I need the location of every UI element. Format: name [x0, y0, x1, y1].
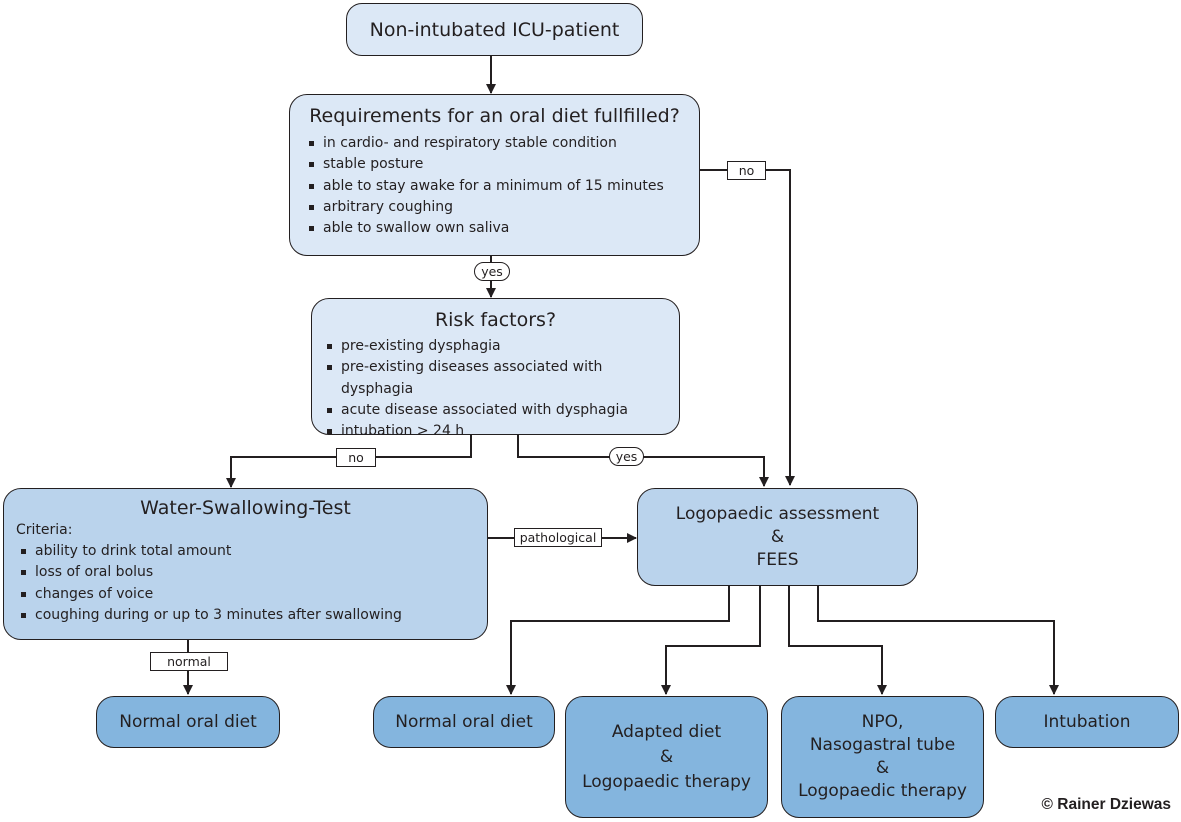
- requirement-item: arbitrary coughing: [308, 197, 681, 218]
- node-risk-factors: Risk factors? pre-existing dysphagia pre…: [311, 298, 680, 439]
- edge-requirements-no: [699, 169, 795, 486]
- adapted-line: Logopaedic therapy: [582, 771, 751, 792]
- node-normal-oral-diet-left: Normal oral diet: [96, 696, 280, 748]
- node-start: Non-intubated ICU-patient: [346, 3, 643, 56]
- edge-label-pathological: pathological: [514, 528, 602, 547]
- npo-line: Nasogastral tube: [809, 735, 956, 755]
- npo-line: &: [875, 758, 890, 778]
- requirement-item: able to stay awake for a minimum of 15 m…: [308, 176, 681, 197]
- node-intubation: Intubation: [995, 696, 1179, 748]
- water-test-title: Water-Swallowing-Test: [140, 497, 351, 519]
- requirements-list: in cardio- and respiratory stable condit…: [308, 133, 681, 239]
- edge-to-normal-diet: [506, 585, 730, 695]
- node-normal-oral-diet-right: Normal oral diet: [373, 696, 555, 748]
- logopaedic-line: &: [770, 526, 785, 547]
- edge-label-requirements-no: no: [727, 161, 766, 180]
- edge-to-npo: [788, 585, 887, 695]
- node-adapted-diet: Adapted diet & Logopaedic therapy: [565, 696, 768, 818]
- logopaedic-line: Logopaedic assessment: [675, 503, 880, 524]
- requirement-item: in cardio- and respiratory stable condit…: [308, 133, 681, 154]
- requirement-item: able to swallow own saliva: [308, 218, 681, 239]
- edge-to-adapted: [661, 585, 761, 695]
- criteria-item: coughing during or up to 3 minutes after…: [20, 605, 475, 626]
- risk-item: pre-existing dysphagia: [326, 336, 665, 357]
- normal-diet-label: Normal oral diet: [119, 712, 257, 732]
- risk-item: acute disease associated with dysphagia: [326, 400, 665, 421]
- criteria-item: ability to drink total amount: [20, 541, 475, 562]
- npo-line: NPO,: [861, 712, 904, 732]
- node-water-swallowing-test: Water-Swallowing-Test Criteria: ability …: [3, 488, 488, 640]
- risk-title: Risk factors?: [434, 309, 557, 331]
- risk-item: pre-existing diseases associated with dy…: [326, 357, 665, 400]
- copyright-notice: © Rainer Dziewas: [1041, 796, 1171, 813]
- edge-label-normal: normal: [150, 652, 228, 671]
- edge-label-risk-yes: yes: [609, 447, 644, 466]
- node-logopaedic-assessment: Logopaedic assessment & FEES: [637, 488, 918, 586]
- requirements-title: Requirements for an oral diet fullfilled…: [309, 105, 680, 127]
- adapted-line: &: [659, 746, 674, 767]
- water-test-subtitle: Criteria:: [16, 522, 73, 538]
- npo-line: Logopaedic therapy: [798, 781, 967, 801]
- intubation-label: Intubation: [1043, 712, 1131, 732]
- edge-to-intubation: [817, 585, 1059, 695]
- edge-label-risk-no: no: [336, 448, 376, 467]
- requirement-item: stable posture: [308, 154, 681, 175]
- node-npo: NPO, Nasogastral tube & Logopaedic thera…: [781, 696, 984, 818]
- logopaedic-line: FEES: [756, 549, 799, 570]
- water-test-list: ability to drink total amount loss of or…: [20, 541, 475, 626]
- adapted-line: Adapted diet: [611, 721, 722, 742]
- criteria-item: loss of oral bolus: [20, 562, 475, 583]
- normal-diet-label: Normal oral diet: [395, 712, 533, 732]
- node-requirements: Requirements for an oral diet fullfilled…: [289, 94, 700, 256]
- risk-list: pre-existing dysphagia pre-existing dise…: [326, 336, 665, 442]
- start-label: Non-intubated ICU-patient: [369, 18, 620, 41]
- risk-item: intubation > 24 h: [326, 421, 665, 442]
- criteria-item: changes of voice: [20, 584, 475, 605]
- edge-label-requirements-yes: yes: [474, 262, 510, 281]
